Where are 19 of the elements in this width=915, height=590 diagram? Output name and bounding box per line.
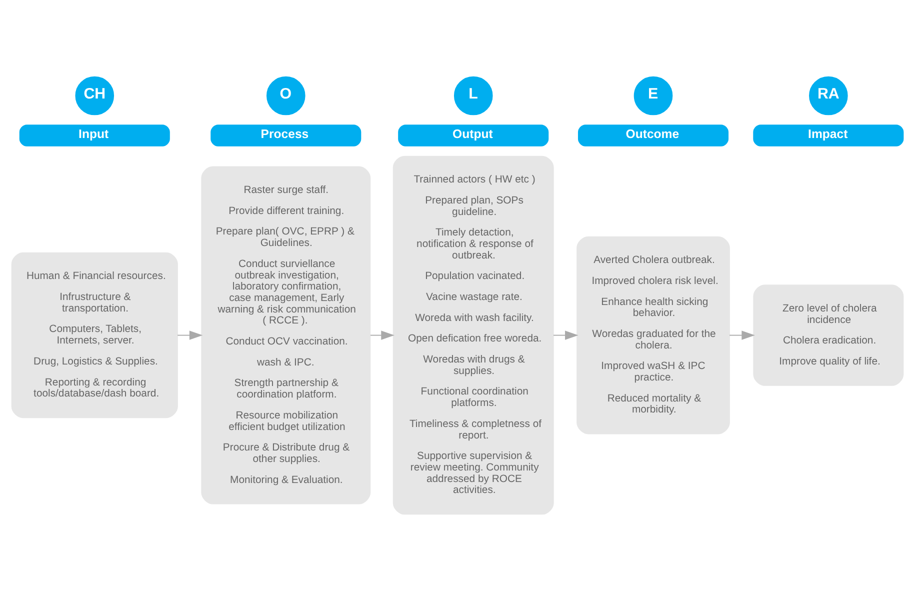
node-box: Averted Cholera outbreak. Improved cholera risk level. Enhance health sicking behavior. Woredas graduated for the cholera. Improved waSH & IPC practice. Reduced mortality & morbidity.	[576, 236, 730, 434]
node-circle: CH	[75, 76, 114, 115]
node-box: Input	[19, 124, 170, 146]
node-box: Impact	[753, 124, 904, 146]
node-circle: L	[454, 76, 493, 115]
node-box: Output	[398, 124, 549, 146]
arrow	[177, 330, 203, 340]
node-circle: E	[634, 76, 673, 115]
node-circle: RA	[809, 76, 848, 115]
node-box: Trainned actors ( HW etc ) Prepared plan, SOPs guideline. Timely detaction, notification & response of outbreak. Population vacinated. Vacine wastage rate. Woreda with wash facility. Open defication free woreda. Woredas with drugs & supplies. Functional coordination platforms. Timeliness & completness of report. Supportive supervision & review meeting. Community addressed by ROCE activities.	[392, 155, 554, 514]
node-box: Zero level of cholera incidence Cholera eradication. Improve quality of life.	[753, 284, 904, 386]
node-box: Process	[210, 124, 362, 146]
arrow	[370, 330, 394, 340]
node-box: Human & Financial resources. Infrustructure & transportation. Computers, Tablets, Internets, server. Drug, Logistics & Supplies. Reporting & recording tools/database/dash board.	[11, 252, 178, 418]
arrow	[729, 330, 755, 340]
node-box: Outcome	[578, 124, 729, 146]
arrow	[553, 330, 578, 340]
node-box: Raster surge staff. Provide different training. Prepare plan( OVC, EPRP ) & Guidelines. Conduct surviellance outbreak investigation, laboratory confirmation, case management, Early warning & risk communication ( RCCE ). Conduct OCV vaccination. wash & IPC. Strength partnership & coordination platform. Resource mobilization efficient budget utilization Procure & Distribute drug & other supplies. Monitoring & Evaluation.	[201, 166, 371, 504]
node-circle: O	[266, 76, 306, 115]
